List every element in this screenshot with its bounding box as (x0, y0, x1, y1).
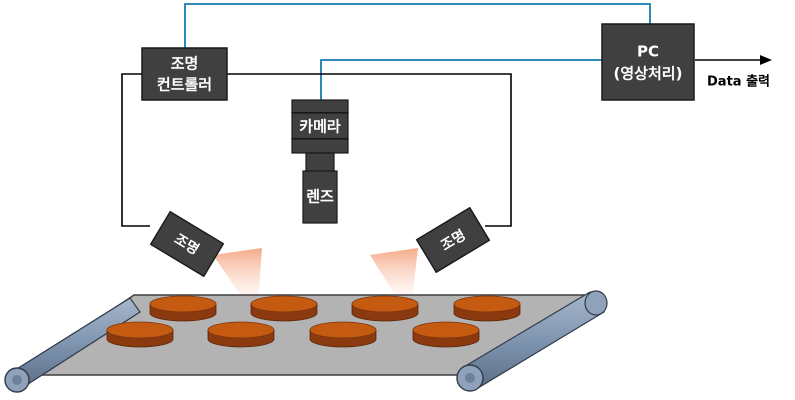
product-disc (250, 295, 318, 322)
signal-wire-controller-pc (184, 3, 651, 48)
power-wire-right-light (227, 73, 512, 227)
product-disc (412, 321, 480, 348)
camera-assembly: 카메라 렌즈 (291, 99, 349, 224)
power-wire-left-light (121, 73, 150, 227)
lens-mount (305, 152, 335, 172)
product-disc (453, 295, 521, 322)
pc-label-line2: (영상처리) (614, 65, 683, 83)
arrow-right-icon (760, 55, 772, 65)
light-cone-right (370, 248, 418, 300)
light-right: 조명 (415, 206, 491, 274)
product-disc (106, 321, 174, 348)
camera-label: 카메라 (299, 118, 341, 136)
roller-right (456, 290, 608, 392)
lens-body (302, 170, 338, 224)
pc-box: PC (영상처리) (601, 23, 695, 101)
product-disc (149, 295, 217, 322)
lens-label: 렌즈 (306, 188, 334, 206)
product-disc (351, 295, 419, 322)
data-output-label: Data 출력 (707, 74, 770, 90)
pc-label-line1: PC (637, 43, 659, 61)
light-controller-label-line2: 컨트롤러 (157, 76, 212, 94)
light-cone-left (213, 248, 262, 303)
light-left: 조명 (149, 210, 225, 278)
roller-left (4, 297, 141, 393)
products (106, 295, 521, 348)
signal-wire-camera-pc (320, 59, 602, 100)
product-disc (309, 321, 377, 348)
product-disc (207, 321, 275, 348)
light-controller-label-line1: 조명 (171, 55, 199, 73)
light-controller-box: 조명 컨트롤러 (141, 47, 228, 101)
